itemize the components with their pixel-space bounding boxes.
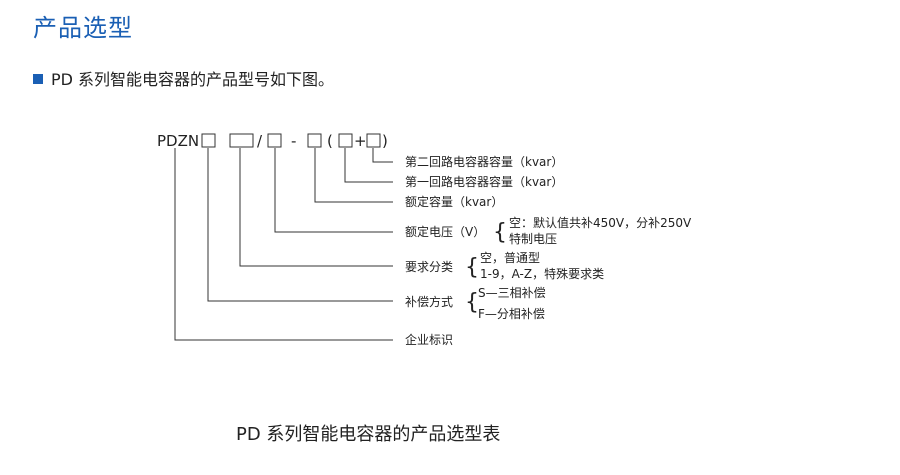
model-box-first-circuit — [338, 133, 353, 148]
model-dash: - — [291, 132, 296, 150]
brace-voltage-icon: { — [493, 220, 507, 245]
intro-text: PD 系列智能电容器的产品型号如下图。 — [33, 66, 334, 90]
model-close-paren: ) — [382, 132, 388, 150]
page-title: 产品选型 — [33, 14, 133, 42]
label-requirement: 要求分类 — [405, 260, 453, 274]
model-box-voltage — [267, 133, 282, 148]
label-requirement-option-2: 1-9，A-Z，特殊要求类 — [480, 266, 604, 281]
model-open-paren: ( — [327, 132, 333, 150]
leader-compensation — [207, 148, 393, 302]
model-box-second-circuit — [366, 133, 381, 148]
brace-compensation-icon: { — [465, 290, 479, 315]
label-first-circuit: 第一回路电容器容量（kvar） — [405, 174, 563, 189]
leader-rated-voltage — [274, 148, 393, 233]
model-box-capacity — [307, 133, 322, 148]
leader-first-circuit — [344, 148, 393, 183]
label-compensation-option-1: S—三相补偿 — [478, 285, 546, 300]
leader-requirement — [239, 148, 393, 267]
leader-enterprise — [174, 148, 393, 341]
leader-second-circuit — [372, 148, 393, 163]
model-slash: / — [257, 132, 263, 150]
label-compensation-option-2: F—分相补偿 — [478, 306, 545, 321]
brace-requirement-icon: { — [465, 255, 479, 280]
square-bullet-icon — [33, 74, 43, 84]
model-plus: + — [354, 132, 367, 150]
leader-rated-capacity — [314, 148, 393, 203]
label-enterprise: 企业标识 — [405, 332, 453, 347]
label-rated-capacity: 额定容量（kvar） — [405, 194, 503, 209]
label-second-circuit: 第二回路电容器容量（kvar） — [405, 154, 563, 169]
label-rated-voltage: 额定电压（V） — [405, 224, 485, 239]
model-prefix: PDZN — [157, 132, 199, 150]
model-box-compensation — [201, 133, 216, 148]
label-compensation: 补偿方式 — [405, 294, 453, 309]
intro-label: PD 系列智能电容器的产品型号如下图。 — [51, 70, 335, 89]
label-requirement-option-1: 空，普通型 — [480, 251, 540, 265]
model-box-requirement — [229, 133, 254, 148]
table-caption: PD 系列智能电容器的产品选型表 — [236, 424, 501, 445]
label-voltage-option-2: 特制电压 — [509, 231, 557, 246]
label-voltage-option-1: 空：默认值共补450V，分补250V — [509, 215, 692, 230]
